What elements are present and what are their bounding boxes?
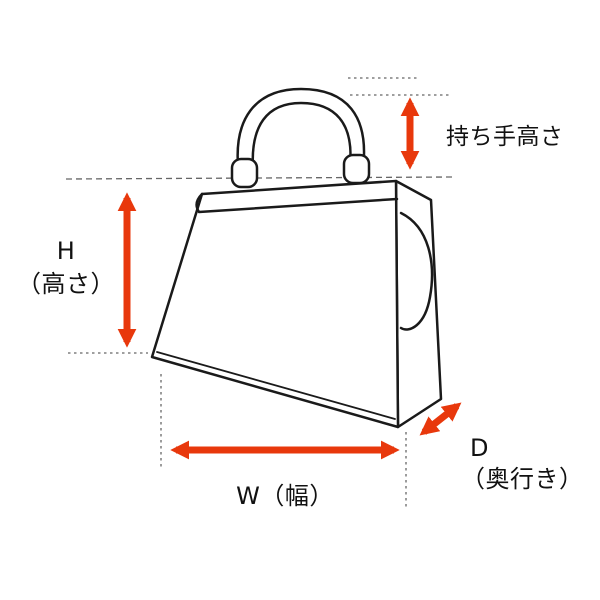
height-word: （高さ）: [17, 270, 115, 298]
height-letter: H: [56, 237, 76, 265]
bag-top-frame-line: [195, 192, 399, 214]
depth-arrow: [419, 402, 462, 436]
bag-side-pocket-curve: [399, 211, 434, 331]
bag-handle-tab-right: [342, 153, 371, 185]
bag-front-face: [150, 179, 400, 429]
bag-side-gusset: [394, 179, 443, 429]
bag-handle-tab-left: [230, 157, 259, 189]
guide-lines-front: [68, 77, 452, 507]
guide-lines-back: [65, 176, 453, 180]
depth-label: D （奥行き）: [461, 433, 584, 495]
handle-height-label: 持ち手高さ: [446, 124, 564, 150]
height-label: H （高さ）: [14, 235, 118, 301]
bag-illustration: [150, 87, 443, 429]
depth-word: （奥行き）: [461, 465, 584, 493]
bag-top-guide-line: [65, 176, 453, 180]
width-label: W（幅）: [236, 482, 334, 510]
depth-letter: D: [470, 434, 489, 462]
measurement-arrows: [117, 97, 462, 460]
bag-bottom-piping: [156, 351, 396, 420]
